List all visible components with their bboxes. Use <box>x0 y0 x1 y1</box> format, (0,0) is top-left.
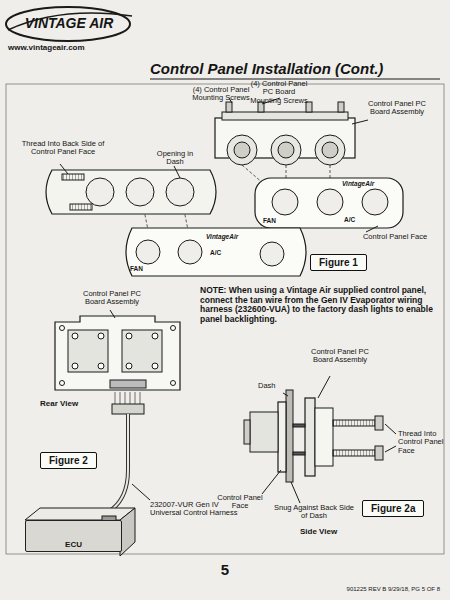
panel-print: VintageAir <box>342 180 386 187</box>
panel-print: A/C <box>210 249 232 256</box>
part-label: Control Panel Face <box>210 494 270 511</box>
part-label: Opening in Dash <box>150 150 200 167</box>
part-label: Thread Into Control Panel Face <box>398 430 444 455</box>
node-text: Figure 2a <box>371 503 415 514</box>
part-label: (4) Control Panel PC Board Mounting Scre… <box>250 80 308 105</box>
part-label: Control Panel PC Board Assembly <box>300 348 380 365</box>
page-title: Control Panel Installation (Cont.) <box>150 61 442 78</box>
panel-print: FAN <box>263 217 285 224</box>
page-number: 5 <box>212 562 238 579</box>
part-label: Dash <box>258 382 288 390</box>
website: www.vintageair.com <box>8 44 128 53</box>
node-text: Figure 1 <box>319 257 358 268</box>
part-label: (4) Control Panel Mounting Screws <box>192 86 250 103</box>
ecu-box: ECU <box>25 520 122 552</box>
panel-print: FAN <box>130 265 152 272</box>
panel-print: VintageAir <box>206 233 250 240</box>
part-label: Control Panel Face <box>360 233 430 241</box>
figure-tag: Figure 1 <box>310 254 367 271</box>
view-label: Rear View <box>40 400 100 409</box>
part-label: Control Panel PC Board Assembly <box>368 100 426 117</box>
part-label: Snug Against Back Side of Dash <box>272 504 356 521</box>
figure-tag: Figure 2 <box>40 452 97 469</box>
view-label: Side View <box>300 528 360 537</box>
panel-print: A/C <box>344 216 366 223</box>
logo-text: VINTAGE AIR <box>14 16 124 32</box>
figure-tag: Figure 2a <box>362 500 424 517</box>
part-label: Control Panel PC Board Assembly <box>72 290 152 307</box>
part-label: Thread Into Back Side of Control Panel F… <box>18 140 108 157</box>
doc-number: 901225 REV B 9/29/18, PG 5 OF 8 <box>300 586 440 593</box>
node-text: Figure 2 <box>49 455 88 466</box>
node-text: ECU <box>26 540 121 549</box>
note-text: NOTE: When using a Vintage Air supplied … <box>200 286 436 324</box>
